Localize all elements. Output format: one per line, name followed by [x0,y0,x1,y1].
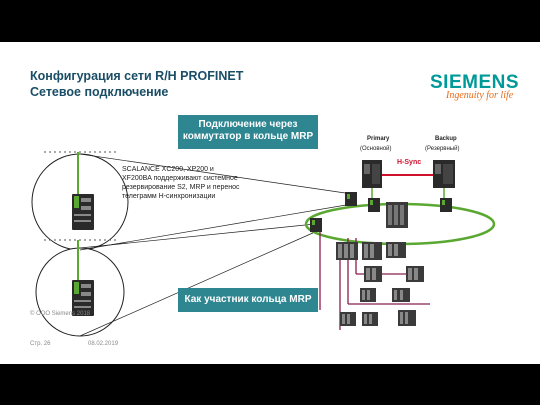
logo-tagline: Ingenuity for life [446,90,514,101]
banner-line-2: коммутатор в кольце MRP [182,131,314,142]
page-title: Конфигурация сети R/H PROFINET Сетевое п… [30,68,243,100]
field-device [398,310,416,326]
zoom-line [79,153,353,195]
backup-label: Backup [435,136,457,142]
slide: Конфигурация сети R/H PROFINET Сетевое п… [0,42,540,364]
network-diagram [31,151,496,337]
title-line-1: Конфигурация сети R/H PROFINET [30,69,244,83]
field-device [360,288,376,302]
backup-sublabel: (Резервный) [425,146,460,152]
backup-controller [433,160,455,188]
field-device [392,288,410,302]
field-device [336,242,358,260]
zoomed-ring-device [44,239,116,316]
ring-switch [310,218,322,232]
primary-sublabel: (Основной) [360,146,392,152]
h-sync-label: H-Sync [397,159,422,166]
banner-ring-member: Как участник кольца MRP [178,288,318,312]
primary-controller [362,160,382,188]
zoomed-switch-device [44,151,116,230]
scalance-note: SCALANCE XC200, XP200 и XF200BA поддержи… [122,166,240,200]
field-device [362,242,382,260]
ring-switch [440,198,452,212]
primary-label: Primary [367,136,390,142]
zoom-line [79,223,316,249]
field-device [406,266,424,282]
title-line-2: Сетевое подключение [30,85,169,99]
slide-date: 08.02.2019 [88,341,119,347]
field-device [364,266,382,282]
siemens-logo: SIEMENS [430,72,520,93]
field-device [386,242,406,258]
banner-switch-connection: Подключение через коммутатор в кольце MR… [178,115,318,149]
zoom-line [79,203,353,251]
field-device [362,312,378,326]
io-device [386,202,408,228]
zoom-line [79,231,316,337]
copyright: © ООО Siemens 2018 [30,311,91,317]
page-number: Стр. 26 [30,341,51,347]
ring-switch [345,192,357,206]
field-device [340,312,356,326]
ring-switch [368,198,380,212]
banner-line-1: Подключение через [198,119,298,130]
